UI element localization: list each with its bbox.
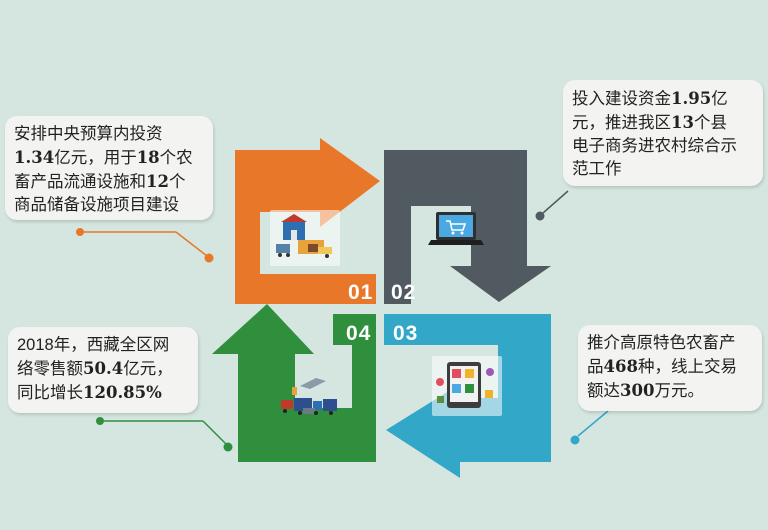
text-line: 络零售额50.4亿元， xyxy=(17,357,189,381)
text-segment: 商品储备设施项目建设 xyxy=(14,196,179,214)
step-04-arrow xyxy=(212,304,376,462)
connector-line-bottom-right xyxy=(570,410,609,445)
text-segment: 个 xyxy=(168,173,186,191)
text-segment: 络零售额 xyxy=(17,360,83,378)
text-segment: 范工作 xyxy=(572,160,622,178)
number-value: 300 xyxy=(620,381,655,400)
step-01-number: 01 xyxy=(348,281,374,304)
text-line: 安排中央预算内投资 xyxy=(14,123,204,146)
text-segment: 品 xyxy=(587,358,604,376)
text-segment: 2018年，西藏全区网 xyxy=(17,336,170,354)
step-02-number: 02 xyxy=(391,281,417,304)
text-segment: 额达 xyxy=(587,382,620,400)
info-box-step-01: 安排中央预算内投资 1.34亿元，用于18个农 畜产品流通设施和12个 商品储备… xyxy=(5,116,213,220)
number-value: 1.95 xyxy=(671,89,712,108)
number-value: 1.34 xyxy=(14,148,55,167)
text-segment: 元，推进我区 xyxy=(572,114,671,132)
text-segment: 亿 xyxy=(711,90,728,108)
number-value: 468 xyxy=(603,357,638,376)
number-value: 12 xyxy=(146,172,169,191)
text-segment: 个农 xyxy=(159,149,193,167)
connector-line-top-left xyxy=(76,228,214,263)
step-03-arrow xyxy=(384,314,551,478)
text-line: 同比增长120.85% xyxy=(17,381,189,405)
text-line: 额达300万元。 xyxy=(587,379,753,403)
text-line: 商品储备设施项目建设 xyxy=(14,194,204,217)
text-line: 元，推进我区13个县 xyxy=(572,111,754,135)
laptop-shopping-cart-icon xyxy=(428,212,484,245)
text-segment: 万元。 xyxy=(654,382,704,400)
text-segment: 个县 xyxy=(693,114,727,132)
text-line: 品468种，线上交易 xyxy=(587,355,753,379)
text-segment: 亿元，用于 xyxy=(54,149,137,167)
text-segment: 同比增长 xyxy=(17,384,83,402)
step-04-number: 04 xyxy=(346,322,372,345)
text-segment: 畜产品流通设施和 xyxy=(14,173,146,191)
logistics-delivery-icon xyxy=(281,378,337,415)
step-01-arrow xyxy=(235,138,380,304)
text-line: 推介高原特色农畜产 xyxy=(587,332,753,355)
number-value: 13 xyxy=(671,113,694,132)
text-line: 电子商务进农村综合示 xyxy=(572,135,754,158)
text-line: 2018年，西藏全区网 xyxy=(17,334,189,357)
text-segment: 电子商务进农村综合示 xyxy=(572,137,737,155)
number-value: 50.4 xyxy=(83,359,124,378)
text-segment: 种，线上交易 xyxy=(637,358,737,376)
step-03-number: 03 xyxy=(393,322,419,345)
info-box-step-04: 2018年，西藏全区网 络零售额50.4亿元， 同比增长120.85% xyxy=(8,327,198,413)
number-value: 18 xyxy=(136,148,160,167)
number-value: 120.85% xyxy=(83,383,162,402)
info-box-step-02: 投入建设资金1.95亿 元，推进我区13个县 电子商务进农村综合示 范工作 xyxy=(563,80,763,186)
text-segment: 投入建设资金 xyxy=(572,90,671,108)
text-line: 投入建设资金1.95亿 xyxy=(572,87,754,111)
online-shop-products-icon xyxy=(432,356,502,416)
warehouse-trucks-icon xyxy=(270,210,340,266)
text-segment: 推介高原特色农畜产 xyxy=(587,334,736,352)
text-segment: 安排中央预算内投资 xyxy=(14,125,163,143)
text-line: 畜产品流通设施和12个 xyxy=(14,170,204,194)
connector-line-bottom-left xyxy=(96,417,233,452)
text-line: 1.34亿元，用于18个农 xyxy=(14,146,204,170)
connector-line-top-right xyxy=(535,190,569,221)
text-line: 范工作 xyxy=(572,158,754,181)
step-02-arrow xyxy=(384,150,551,304)
text-segment: 亿元， xyxy=(123,360,173,378)
info-box-step-03: 推介高原特色农畜产 品468种，线上交易 额达300万元。 xyxy=(578,325,762,411)
